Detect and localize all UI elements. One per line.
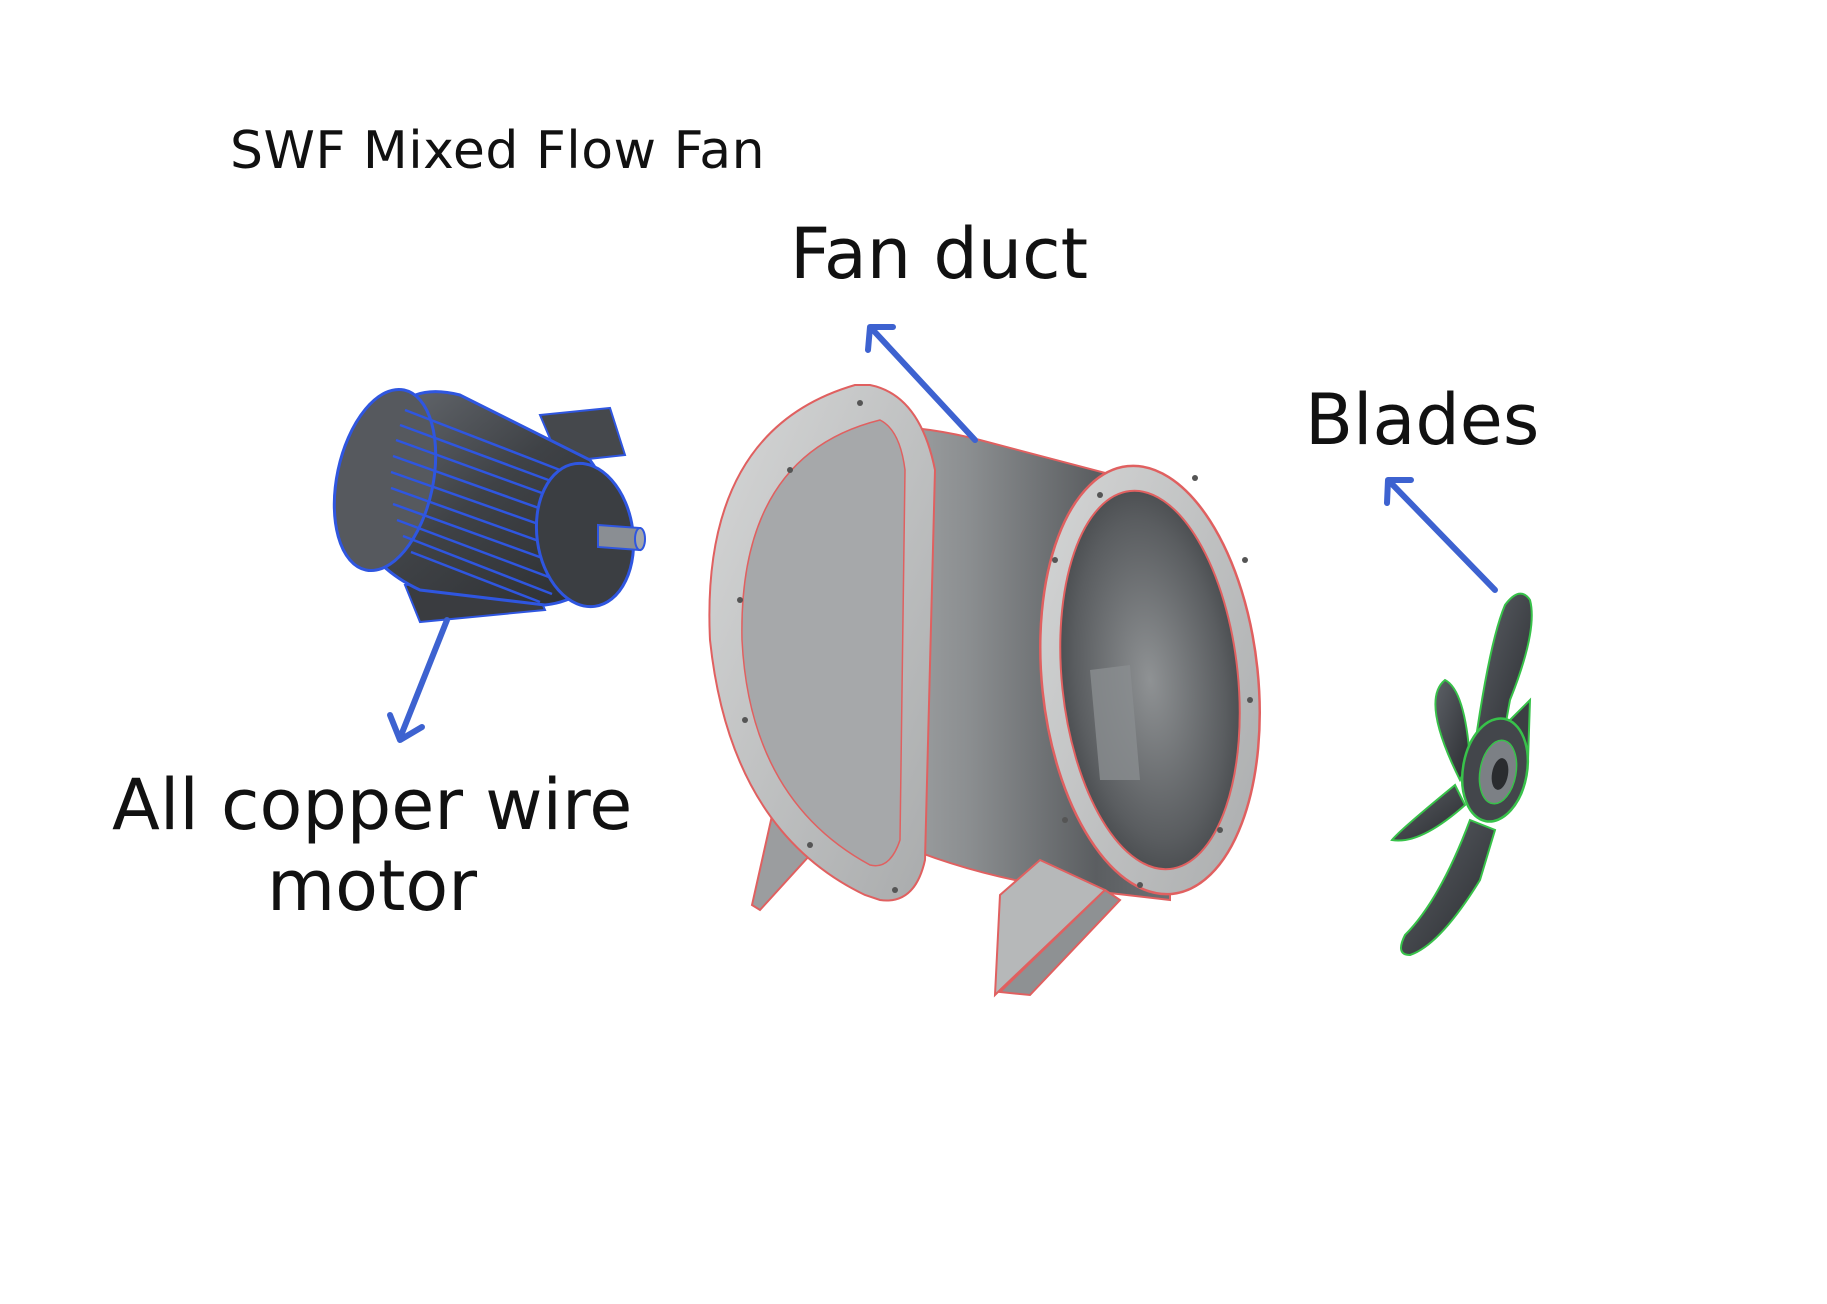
fan-duct-illustration [708,384,1261,998]
fan-duct-label: Fan duct [790,213,1089,295]
motor-label: All copper wire motor [112,765,632,926]
blades-illustration [1390,592,1533,957]
blades-label: Blades [1305,379,1540,461]
motor-label-line2: motor [266,844,478,927]
motor-illustration [332,387,646,624]
fan-duct-arrow [865,324,978,443]
diagram-title: SWF Mixed Flow Fan [230,121,766,181]
motor-arrow [387,617,450,743]
blades-arrow [1384,477,1498,593]
motor-label-line1: All copper wire [112,764,633,846]
